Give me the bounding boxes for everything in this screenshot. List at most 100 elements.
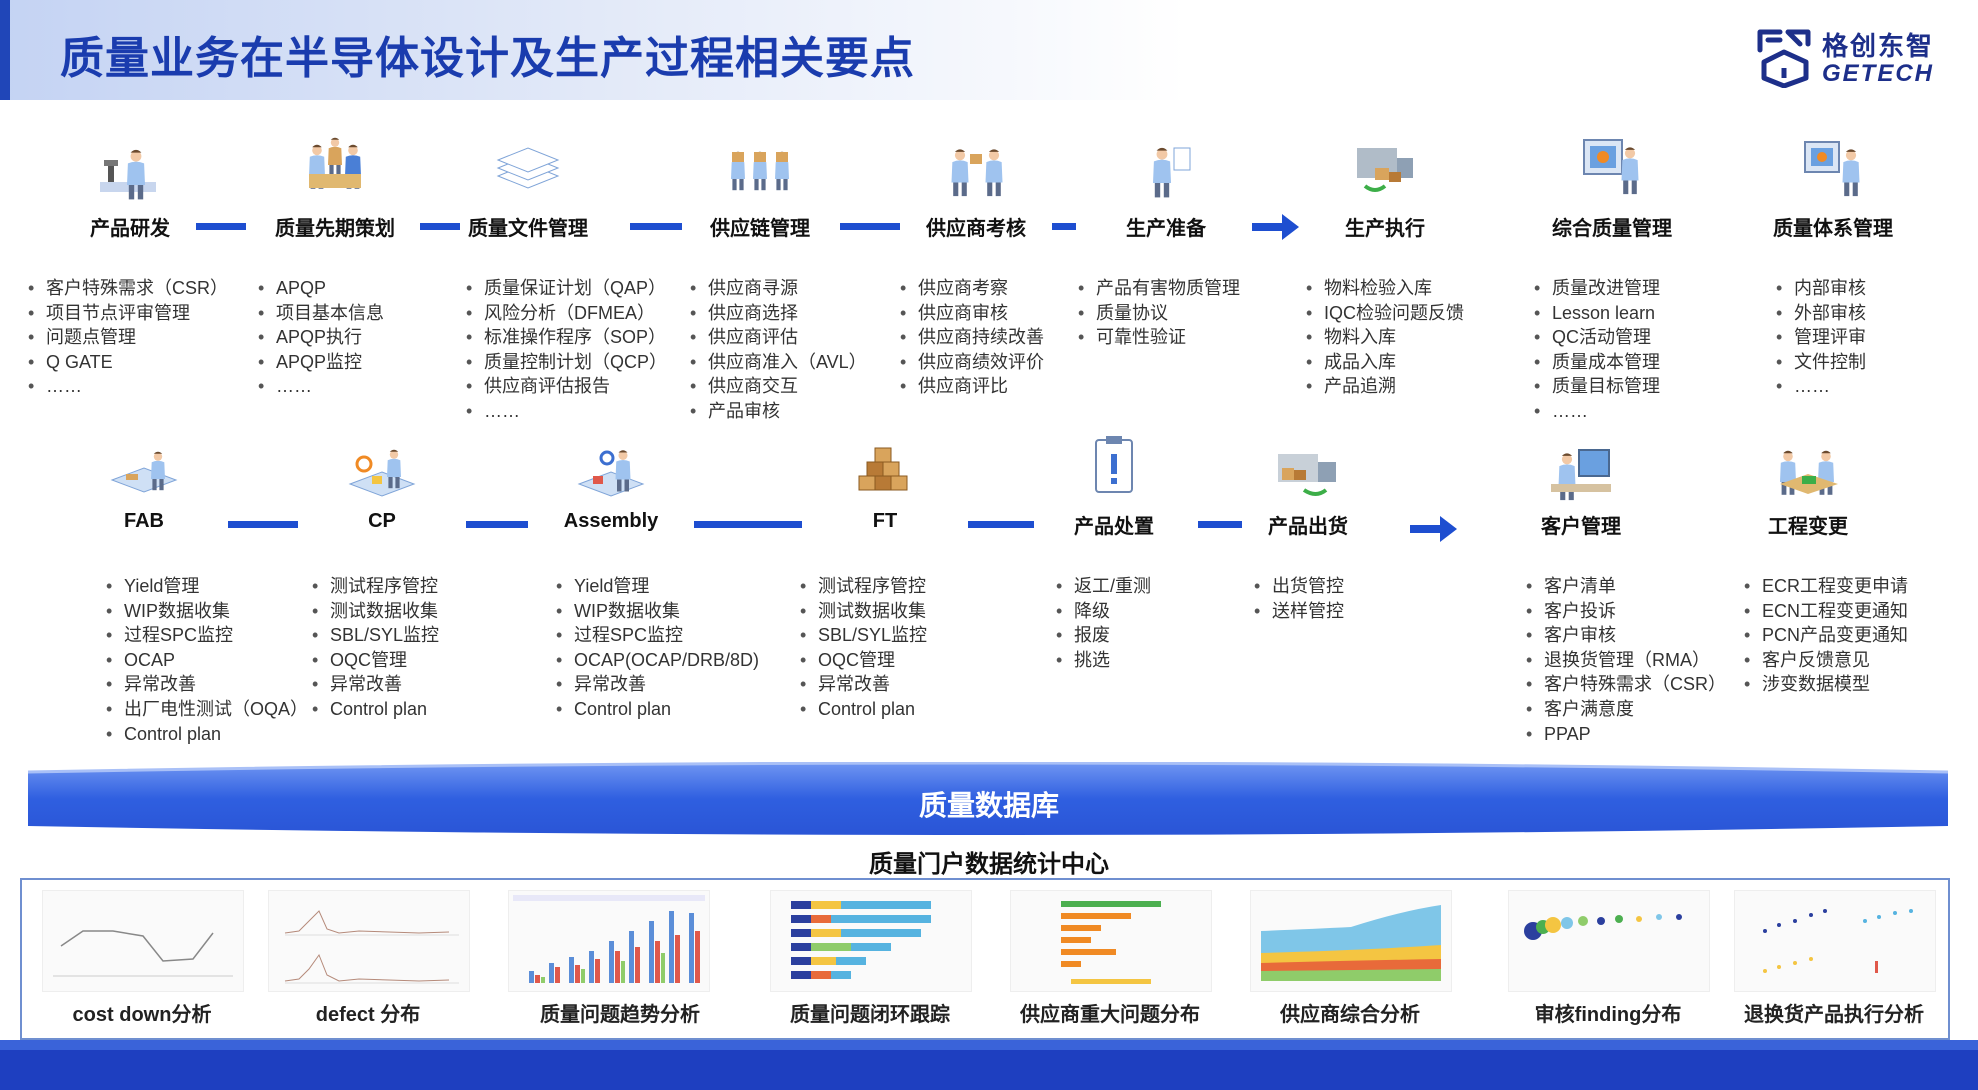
report-thumbnail-quality-trend[interactable] xyxy=(508,890,710,992)
report-label[interactable]: 供应商综合分析 xyxy=(1280,1004,1420,1026)
stage-label: 生产执行 xyxy=(1345,218,1425,240)
bullet-text: 供应商寻源 xyxy=(708,278,798,298)
bullet-text: 供应商准入（AVL） xyxy=(708,351,867,372)
report-label[interactable]: 质量问题闭环跟踪 xyxy=(790,1004,950,1026)
bullet-dot-icon: • xyxy=(466,327,473,348)
bullet-item: •Control plan xyxy=(800,697,927,722)
bullet-text: 风险分析（DFMEA） xyxy=(484,302,655,323)
bullet-text: Control plan xyxy=(818,698,916,719)
bullet-text: 问题点管理 xyxy=(46,327,136,348)
bullet-dot-icon: • xyxy=(1534,400,1541,421)
bullet-item: •项目节点评审管理 xyxy=(28,301,228,326)
bullet-text: IQC检验问题反馈 xyxy=(1324,302,1465,323)
bullet-dot-icon: • xyxy=(690,351,697,372)
report-label[interactable]: 质量问题趋势分析 xyxy=(540,1004,700,1026)
stage-label: 产品出货 xyxy=(1268,516,1348,538)
microscope-researcher-icon xyxy=(100,149,156,200)
stage-label: FAB xyxy=(124,510,164,532)
bullet-text: 报废 xyxy=(1074,625,1110,646)
flow-connector xyxy=(1052,223,1076,230)
report-label[interactable]: cost down分析 xyxy=(72,1004,212,1026)
flow-arrow-icon xyxy=(1410,516,1457,542)
bullet-dot-icon: • xyxy=(312,698,319,719)
stage-bullet-list: •供应商考察•供应商审核•供应商持续改善•供应商绩效评价•供应商评比 xyxy=(900,276,1044,399)
bullet-text: 供应商评估报告 xyxy=(484,376,610,397)
bullet-text: 物料检验入库 xyxy=(1324,278,1432,298)
bullet-text: Yield管理 xyxy=(574,576,650,596)
report-thumbnail-closed-loop[interactable] xyxy=(770,890,972,992)
stacked-area-chart-thumbnail xyxy=(1261,905,1441,981)
bullet-item: •客户审核 xyxy=(1526,623,1726,648)
bullet-dot-icon: • xyxy=(900,376,907,397)
bullet-text: Yield管理 xyxy=(124,576,200,596)
bullet-text: 供应商选择 xyxy=(708,302,798,323)
bullet-dot-icon: • xyxy=(1078,302,1085,323)
bullet-dot-icon: • xyxy=(556,600,563,621)
bullet-text: 过程SPC监控 xyxy=(124,625,234,646)
page-title: 质量业务在半导体设计及生产过程相关要点 xyxy=(60,34,915,83)
bullet-text: 客户投诉 xyxy=(1544,600,1616,621)
stage-label: 质量文件管理 xyxy=(468,218,588,240)
bullet-text: 内部审核 xyxy=(1794,278,1866,298)
bullet-dot-icon: • xyxy=(28,302,35,323)
bullet-item: •…… xyxy=(28,374,228,399)
bullet-item: •IQC检验问题反馈 xyxy=(1306,301,1464,326)
bullet-text: 测试程序管控 xyxy=(330,576,438,596)
stage-label: FT xyxy=(872,510,898,532)
workers-with-boxes-icon xyxy=(731,151,789,191)
bullet-dot-icon: • xyxy=(1534,376,1541,397)
bullet-text: 质量成本管理 xyxy=(1552,351,1660,372)
bullet-text: …… xyxy=(1552,400,1588,421)
bullet-item: •报废 xyxy=(1056,623,1151,648)
report-label[interactable]: defect 分布 xyxy=(315,1004,421,1026)
bullet-dot-icon: • xyxy=(800,576,807,596)
stage-bullet-list: •供应商寻源•供应商选择•供应商评估•供应商准入（AVL）•供应商交互•产品审核 xyxy=(690,276,867,424)
bullet-item: •退换货管理（RMA） xyxy=(1526,648,1726,673)
shipping-truck-icon xyxy=(1278,454,1336,496)
bullet-item: •客户反馈意见 xyxy=(1744,648,1908,673)
bullet-text: 物料入库 xyxy=(1324,327,1396,348)
report-label[interactable]: 供应商重大问题分布 xyxy=(1020,1004,1200,1026)
bullet-item: •…… xyxy=(1776,374,1866,399)
report-thumbnail-audit-finding[interactable] xyxy=(1508,890,1710,992)
report-thumbnail-defect[interactable] xyxy=(268,890,470,992)
bullet-dot-icon: • xyxy=(1306,351,1313,372)
flow-connector xyxy=(968,521,1034,528)
getech-logo: 格创东智 GETECH xyxy=(1754,20,1934,90)
bullet-dot-icon: • xyxy=(1534,302,1541,323)
report-thumbnail-cost-down[interactable] xyxy=(42,890,244,992)
report-label[interactable]: 审核finding分布 xyxy=(1534,1004,1682,1026)
bullet-dot-icon: • xyxy=(258,278,265,298)
bullet-dot-icon: • xyxy=(556,674,563,695)
bullet-dot-icon: • xyxy=(1776,302,1783,323)
report-thumbnail-rma[interactable] xyxy=(1734,890,1936,992)
bullet-text: 项目基本信息 xyxy=(276,302,384,323)
bullet-text: 客户满意度 xyxy=(1544,698,1634,719)
report-thumbnail-supplier-issues[interactable] xyxy=(1010,890,1212,992)
bullet-dot-icon: • xyxy=(106,576,113,596)
database-band xyxy=(28,762,1948,835)
bullet-dot-icon: • xyxy=(1078,327,1085,348)
bullet-item: •供应商交互 xyxy=(690,374,867,399)
flow-connector xyxy=(1198,521,1242,528)
stage-bullet-list: •测试程序管控•测试数据收集•SBL/SYL监控•OQC管理•异常改善•Cont… xyxy=(800,574,927,722)
bullet-dot-icon: • xyxy=(1056,649,1063,670)
bullet-dot-icon: • xyxy=(312,600,319,621)
stage-bullet-list: •Yield管理•WIP数据收集•过程SPC监控•OCAP(OCAP/DRB/8… xyxy=(556,574,759,722)
bullet-item: •质量控制计划（QCP） xyxy=(466,350,667,375)
bullet-dot-icon: • xyxy=(1776,278,1783,298)
bullet-dot-icon: • xyxy=(258,351,265,372)
bullet-item: •成品入库 xyxy=(1306,350,1464,375)
bullet-dot-icon: • xyxy=(312,625,319,646)
document-stack-icon xyxy=(496,147,560,189)
stage-label: 质量先期策划 xyxy=(275,218,395,240)
bullet-item: •APQP执行 xyxy=(258,325,384,350)
title-accent-bar xyxy=(0,0,10,100)
portal-title: 质量门户数据统计中心 xyxy=(869,851,1109,878)
stage-bullet-list: •客户特殊需求（CSR）•项目节点评审管理•问题点管理•Q GATE•…… xyxy=(28,276,228,399)
stage-bullet-list: •APQP•项目基本信息•APQP执行•APQP监控•…… xyxy=(258,276,384,399)
bullet-item: •供应商寻源 xyxy=(690,276,867,301)
report-label[interactable]: 退换货产品执行分析 xyxy=(1744,1004,1924,1026)
clipboard-alert-icon xyxy=(1095,436,1133,493)
report-thumbnail-supplier-analysis[interactable] xyxy=(1250,890,1452,992)
